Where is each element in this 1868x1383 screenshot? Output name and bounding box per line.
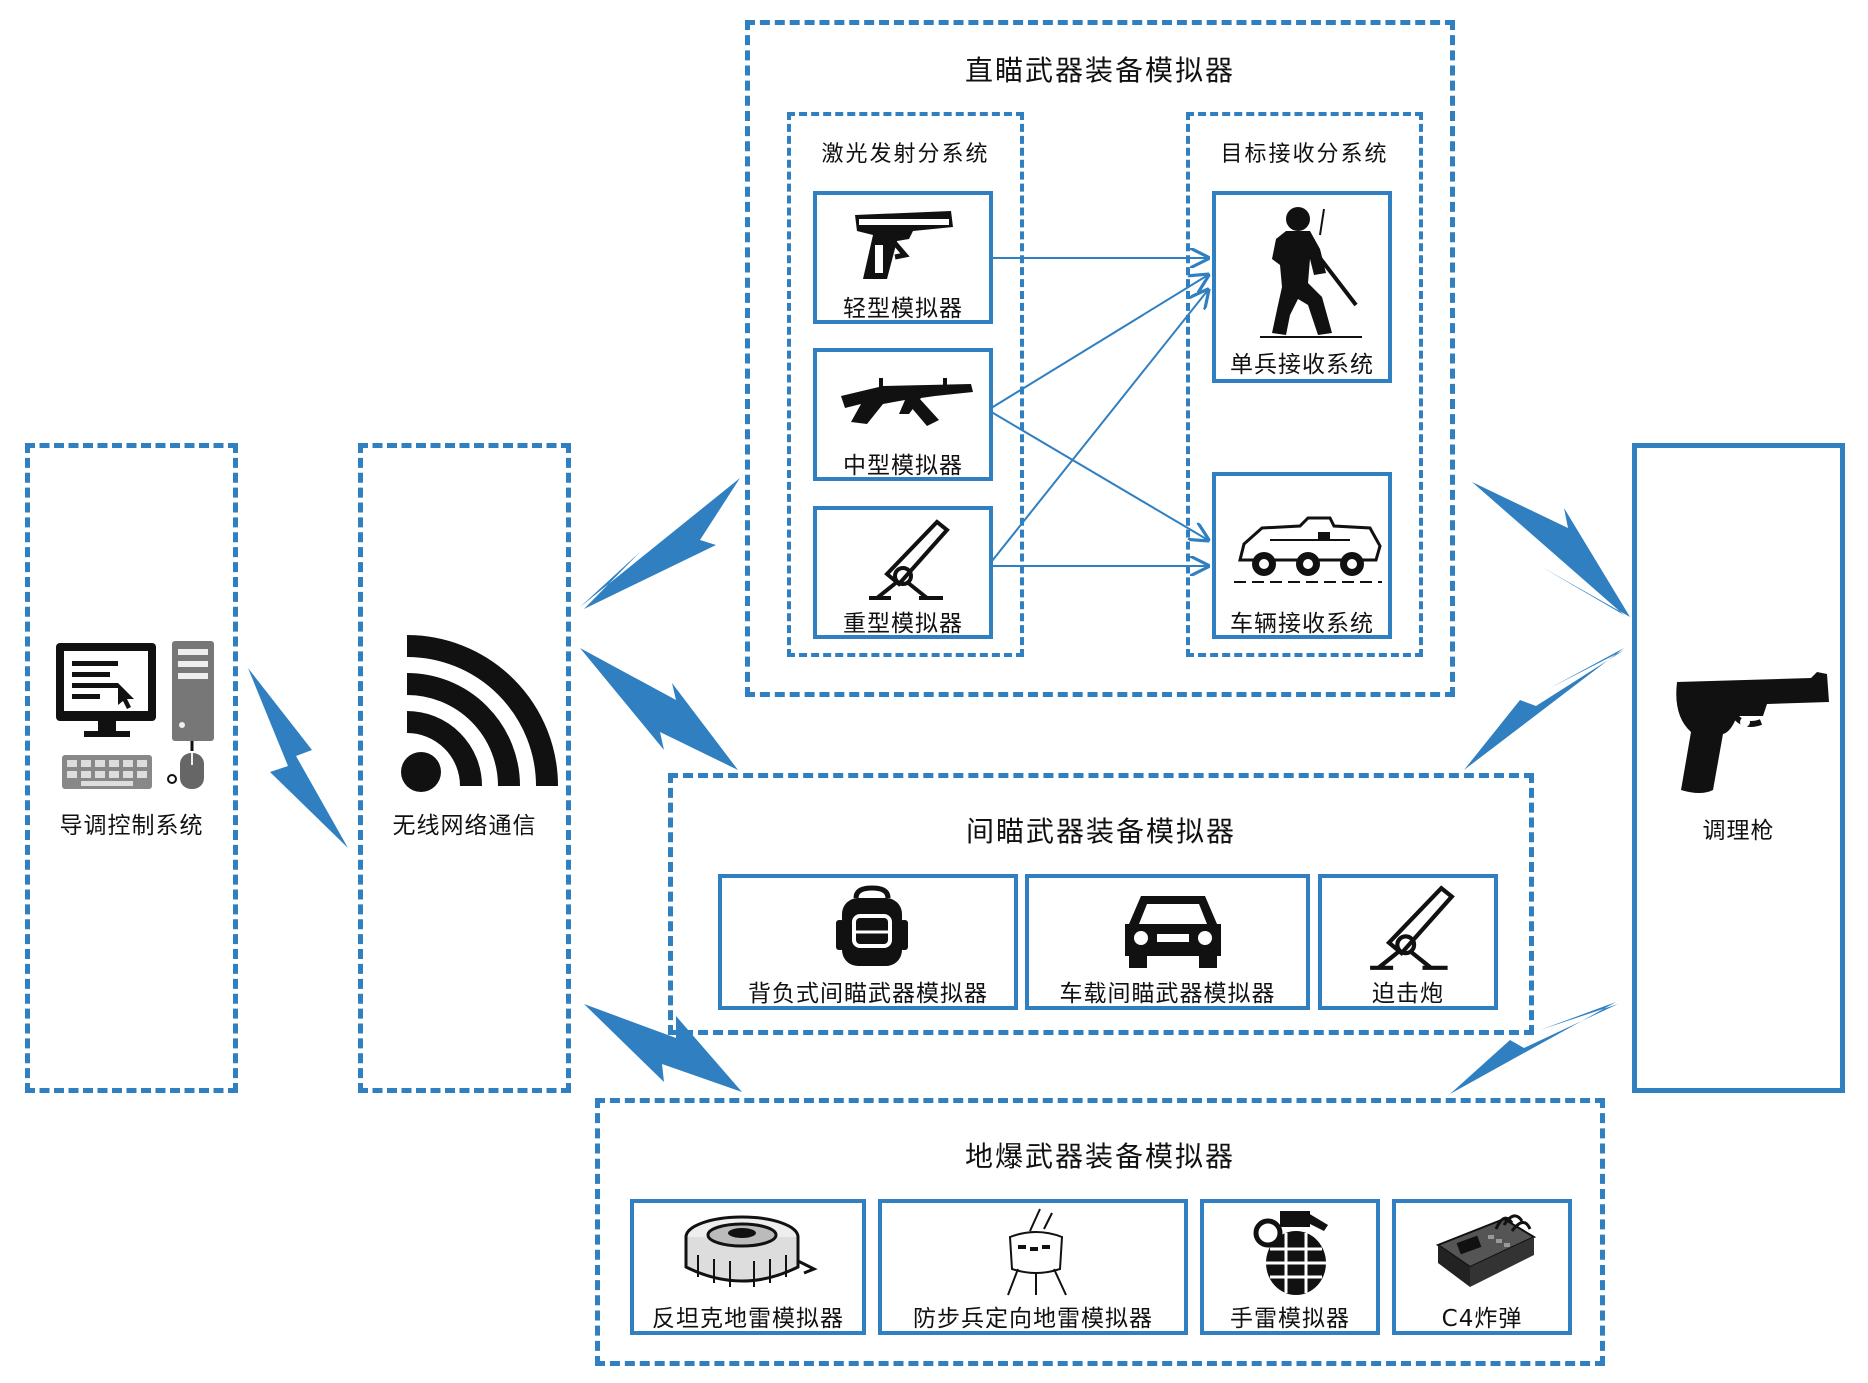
control-system-panel: 导调控制系统 (25, 443, 238, 1093)
backpack-simulator-card[interactable]: 背负式间瞄武器模拟器 (718, 874, 1018, 1010)
c4-label: C4炸弹 (1441, 1306, 1523, 1332)
medium-simulator-card[interactable]: 中型模拟器 (813, 348, 993, 481)
vehicle-mounted-simulator-card[interactable]: 车载间瞄武器模拟器 (1025, 874, 1310, 1010)
wireless-link-bolt (1472, 482, 1630, 617)
vehicle-receiver-card[interactable]: 车辆接收系统 (1212, 472, 1392, 639)
mortar-icon (869, 519, 950, 600)
explosive-panel: 地爆武器装备模拟器 反坦克地雷模拟器 防步兵定向地雷模拟器 手雷模拟器 (595, 1098, 1605, 1366)
grenade-card[interactable]: 手雷模拟器 (1200, 1199, 1380, 1335)
rifle-icon (841, 378, 973, 426)
wireless-link-bolt (248, 668, 348, 848)
grenade-label: 手雷模拟器 (1230, 1306, 1350, 1332)
laser-subsystem-title: 激光发射分系统 (821, 142, 990, 167)
mortar-icon (1370, 885, 1455, 970)
target-subsystem-title: 目标接收分系统 (1220, 142, 1389, 167)
referee-gun-panel: 调理枪 (1632, 443, 1845, 1093)
antitank-mine-icon (684, 1215, 818, 1287)
wireless-link-bolt (1464, 648, 1624, 770)
soldier-icon (1260, 207, 1362, 338)
armored-vehicle-icon (1234, 516, 1382, 583)
wireless-label: 无线网络通信 (392, 813, 537, 839)
car-icon (1125, 896, 1221, 968)
light-simulator-label: 轻型模拟器 (843, 296, 963, 322)
light-simulator-card[interactable]: 轻型模拟器 (813, 191, 993, 324)
vehicle-receiver-label: 车辆接收系统 (1230, 611, 1374, 637)
c4-bomb-icon (1435, 1214, 1537, 1287)
antitank-mine-label: 反坦克地雷模拟器 (652, 1306, 844, 1332)
wireless-link-bolt (580, 478, 740, 609)
referee-gun-label: 调理枪 (1702, 818, 1775, 844)
backpack-icon (836, 885, 908, 966)
heavy-simulator-label: 重型模拟器 (843, 611, 963, 637)
direct-fire-panel: 直瞄武器装备模拟器 激光发射分系统 轻型模拟器 中型模拟器 (745, 20, 1455, 697)
computer-icon (56, 641, 214, 789)
soldier-receiver-label: 单兵接收系统 (1230, 352, 1374, 378)
laser-subsystem-panel: 激光发射分系统 轻型模拟器 中型模拟器 (787, 112, 1024, 657)
soldier-receiver-card[interactable]: 单兵接收系统 (1212, 191, 1392, 383)
pistol-icon (855, 211, 953, 279)
wifi-icon (401, 635, 558, 792)
control-system-label: 导调控制系统 (59, 813, 204, 839)
mortar-simulator-card[interactable]: 迫击炮 (1318, 874, 1498, 1010)
antitank-mine-card[interactable]: 反坦克地雷模拟器 (630, 1199, 866, 1335)
direct-fire-title: 直瞄武器装备模拟器 (964, 54, 1235, 87)
explosive-title: 地爆武器装备模拟器 (964, 1140, 1235, 1173)
handgun-icon (1676, 672, 1829, 793)
wireless-panel: 无线网络通信 (358, 443, 571, 1093)
directional-mine-icon (1007, 1208, 1067, 1296)
mortar-simulator-label: 迫击炮 (1372, 981, 1444, 1007)
vehicle-mounted-simulator-label: 车载间瞄武器模拟器 (1059, 981, 1276, 1007)
indirect-fire-panel: 间瞄武器装备模拟器 背负式间瞄武器模拟器 车载间瞄武器模拟器 迫击炮 (668, 773, 1534, 1035)
antipersonnel-mine-card[interactable]: 防步兵定向地雷模拟器 (878, 1199, 1188, 1335)
indirect-fire-title: 间瞄武器装备模拟器 (965, 815, 1236, 848)
c4-card[interactable]: C4炸弹 (1392, 1199, 1572, 1335)
heavy-simulator-card[interactable]: 重型模拟器 (813, 506, 993, 639)
target-subsystem-panel: 目标接收分系统 单兵接收系统 车辆接收系统 (1186, 112, 1423, 657)
grenade-icon (1253, 1211, 1328, 1295)
antipersonnel-mine-label: 防步兵定向地雷模拟器 (913, 1306, 1153, 1332)
backpack-simulator-label: 背负式间瞄武器模拟器 (748, 981, 988, 1007)
wireless-link-bolt (580, 648, 738, 770)
medium-simulator-label: 中型模拟器 (843, 453, 963, 479)
